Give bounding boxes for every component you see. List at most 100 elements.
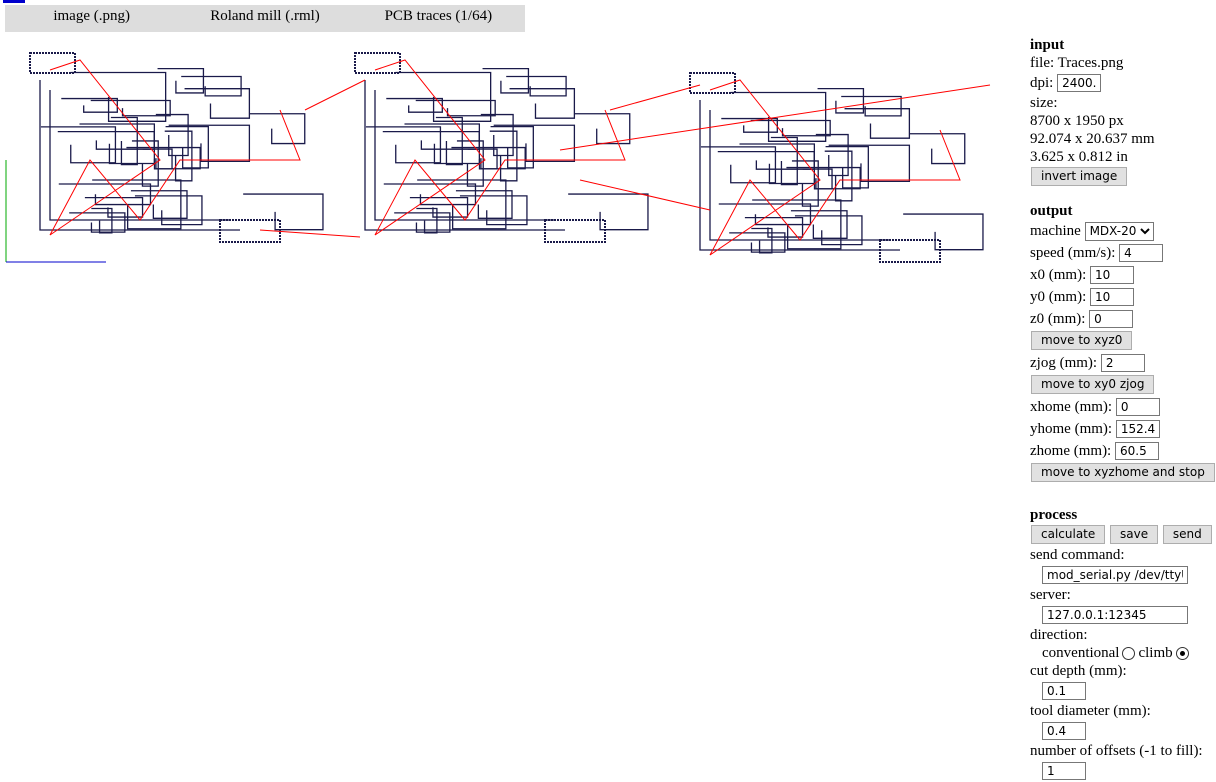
trace-path [482,67,530,94]
logo-trace [29,52,76,74]
tool-diameter-input[interactable] [1042,722,1086,740]
trace-path [699,100,900,251]
machine-label: machine [1030,223,1081,239]
trace-path [374,90,555,221]
trace-path [184,88,251,119]
trace-path [404,123,481,165]
cut-depth-label: cut depth (mm): [1030,663,1127,679]
invert-image-button[interactable]: invert image [1031,167,1128,186]
climb-label: climb [1138,645,1173,661]
trace-path [750,119,831,137]
trace-path [455,190,513,219]
size-px: 8700 x 1950 px [1030,113,1124,129]
trace-path [709,110,890,241]
yhome-input[interactable] [1115,420,1160,438]
trace-path [786,166,861,190]
y0-input[interactable] [1090,288,1134,306]
trace-path [383,183,477,206]
trace-path [79,123,156,165]
trace-path [493,124,576,163]
trace-path [791,160,819,207]
trace-path [729,232,786,253]
trace-path [130,190,188,219]
toolpath-view[interactable] [0,40,1010,280]
cut-depth-input[interactable] [1042,682,1086,700]
direction-label: direction: [1030,627,1088,643]
speed-input[interactable] [1119,244,1164,262]
trace-path [451,146,526,170]
move-to-xy0-zjog-button[interactable]: move to xy0 zjog [1031,375,1155,394]
trace-path [721,117,778,133]
logo-trace [354,52,401,74]
trace-path [39,80,240,231]
trace-path [249,113,306,145]
menu-pcb-traces[interactable]: PCB traces (1/64) [384,8,493,24]
dpi-input[interactable] [1057,74,1102,92]
trace-path [456,140,484,187]
x0-label: x0 (mm): [1030,267,1087,283]
server-input[interactable] [1042,606,1188,624]
menu-roland-mill[interactable]: Roland mill (.rml) [210,8,320,24]
send-button[interactable]: send [1162,525,1212,544]
menu-bar: image (.png) Roland mill (.rml) PCB trac… [5,5,525,32]
output-heading: output [1030,203,1073,219]
move-path [579,179,711,211]
trace-path [509,88,576,119]
trace-path [142,148,173,170]
trace-path [415,99,496,117]
conventional-label: conventional [1042,645,1120,661]
xhome-input[interactable] [1115,398,1160,416]
trace-path [815,133,849,177]
text-trace [544,219,606,243]
file-name: Traces.png [1057,55,1124,71]
logo-trace [689,72,736,94]
trace-path [467,148,498,170]
climb-radio[interactable] [1175,647,1189,661]
trace-path [365,126,442,164]
trace-path [574,113,631,145]
send-command-input[interactable] [1042,566,1188,584]
offsets-input[interactable] [1042,762,1086,780]
yhome-label: yhome (mm): [1030,421,1113,437]
move-path [609,84,701,111]
move-to-xyz0-button[interactable]: move to xyz0 [1031,331,1133,350]
trace-path [435,116,463,166]
trace-path [770,136,798,186]
speed-label: speed (mm/s): [1030,245,1116,261]
size-label: size: [1030,95,1058,111]
trace-path [90,99,171,117]
move-path [709,79,961,256]
send-command-label: send command: [1030,547,1125,563]
trace-path [91,207,113,234]
save-button[interactable]: save [1110,525,1159,544]
trace-path [409,196,469,218]
machine-select[interactable]: MDX-20 [1084,221,1154,241]
trace-path [416,207,438,234]
zjog-label: zjog (mm): [1030,355,1098,371]
menu-image-png[interactable]: image (.png) [53,8,130,24]
trace-path [489,130,518,182]
trace-path [110,116,138,166]
trace-path [480,113,514,157]
page-title-fragment [3,0,25,3]
control-panel: input file: Traces.png dpi: size: 8700 x… [1030,36,1216,782]
calculate-button[interactable]: calculate [1031,525,1106,544]
trace-path [131,140,159,187]
zhome-label: zhome (mm): [1030,443,1112,459]
trace-path [394,212,451,233]
zjog-input[interactable] [1100,354,1145,372]
move-path [49,59,301,236]
x0-input[interactable] [1090,266,1134,284]
trace-path [844,108,911,139]
zhome-input[interactable] [1114,442,1159,460]
trace-path [802,168,833,190]
trace-path [730,91,827,142]
move-path [259,229,361,238]
trace-path [568,193,649,231]
z0-input[interactable] [1089,310,1134,328]
trace-path [155,113,189,157]
trace-path [824,150,853,202]
move-to-xyzhome-button[interactable]: move to xyzhome and stop [1031,463,1215,482]
conventional-radio[interactable] [1122,647,1136,661]
y0-label: y0 (mm): [1030,289,1087,305]
